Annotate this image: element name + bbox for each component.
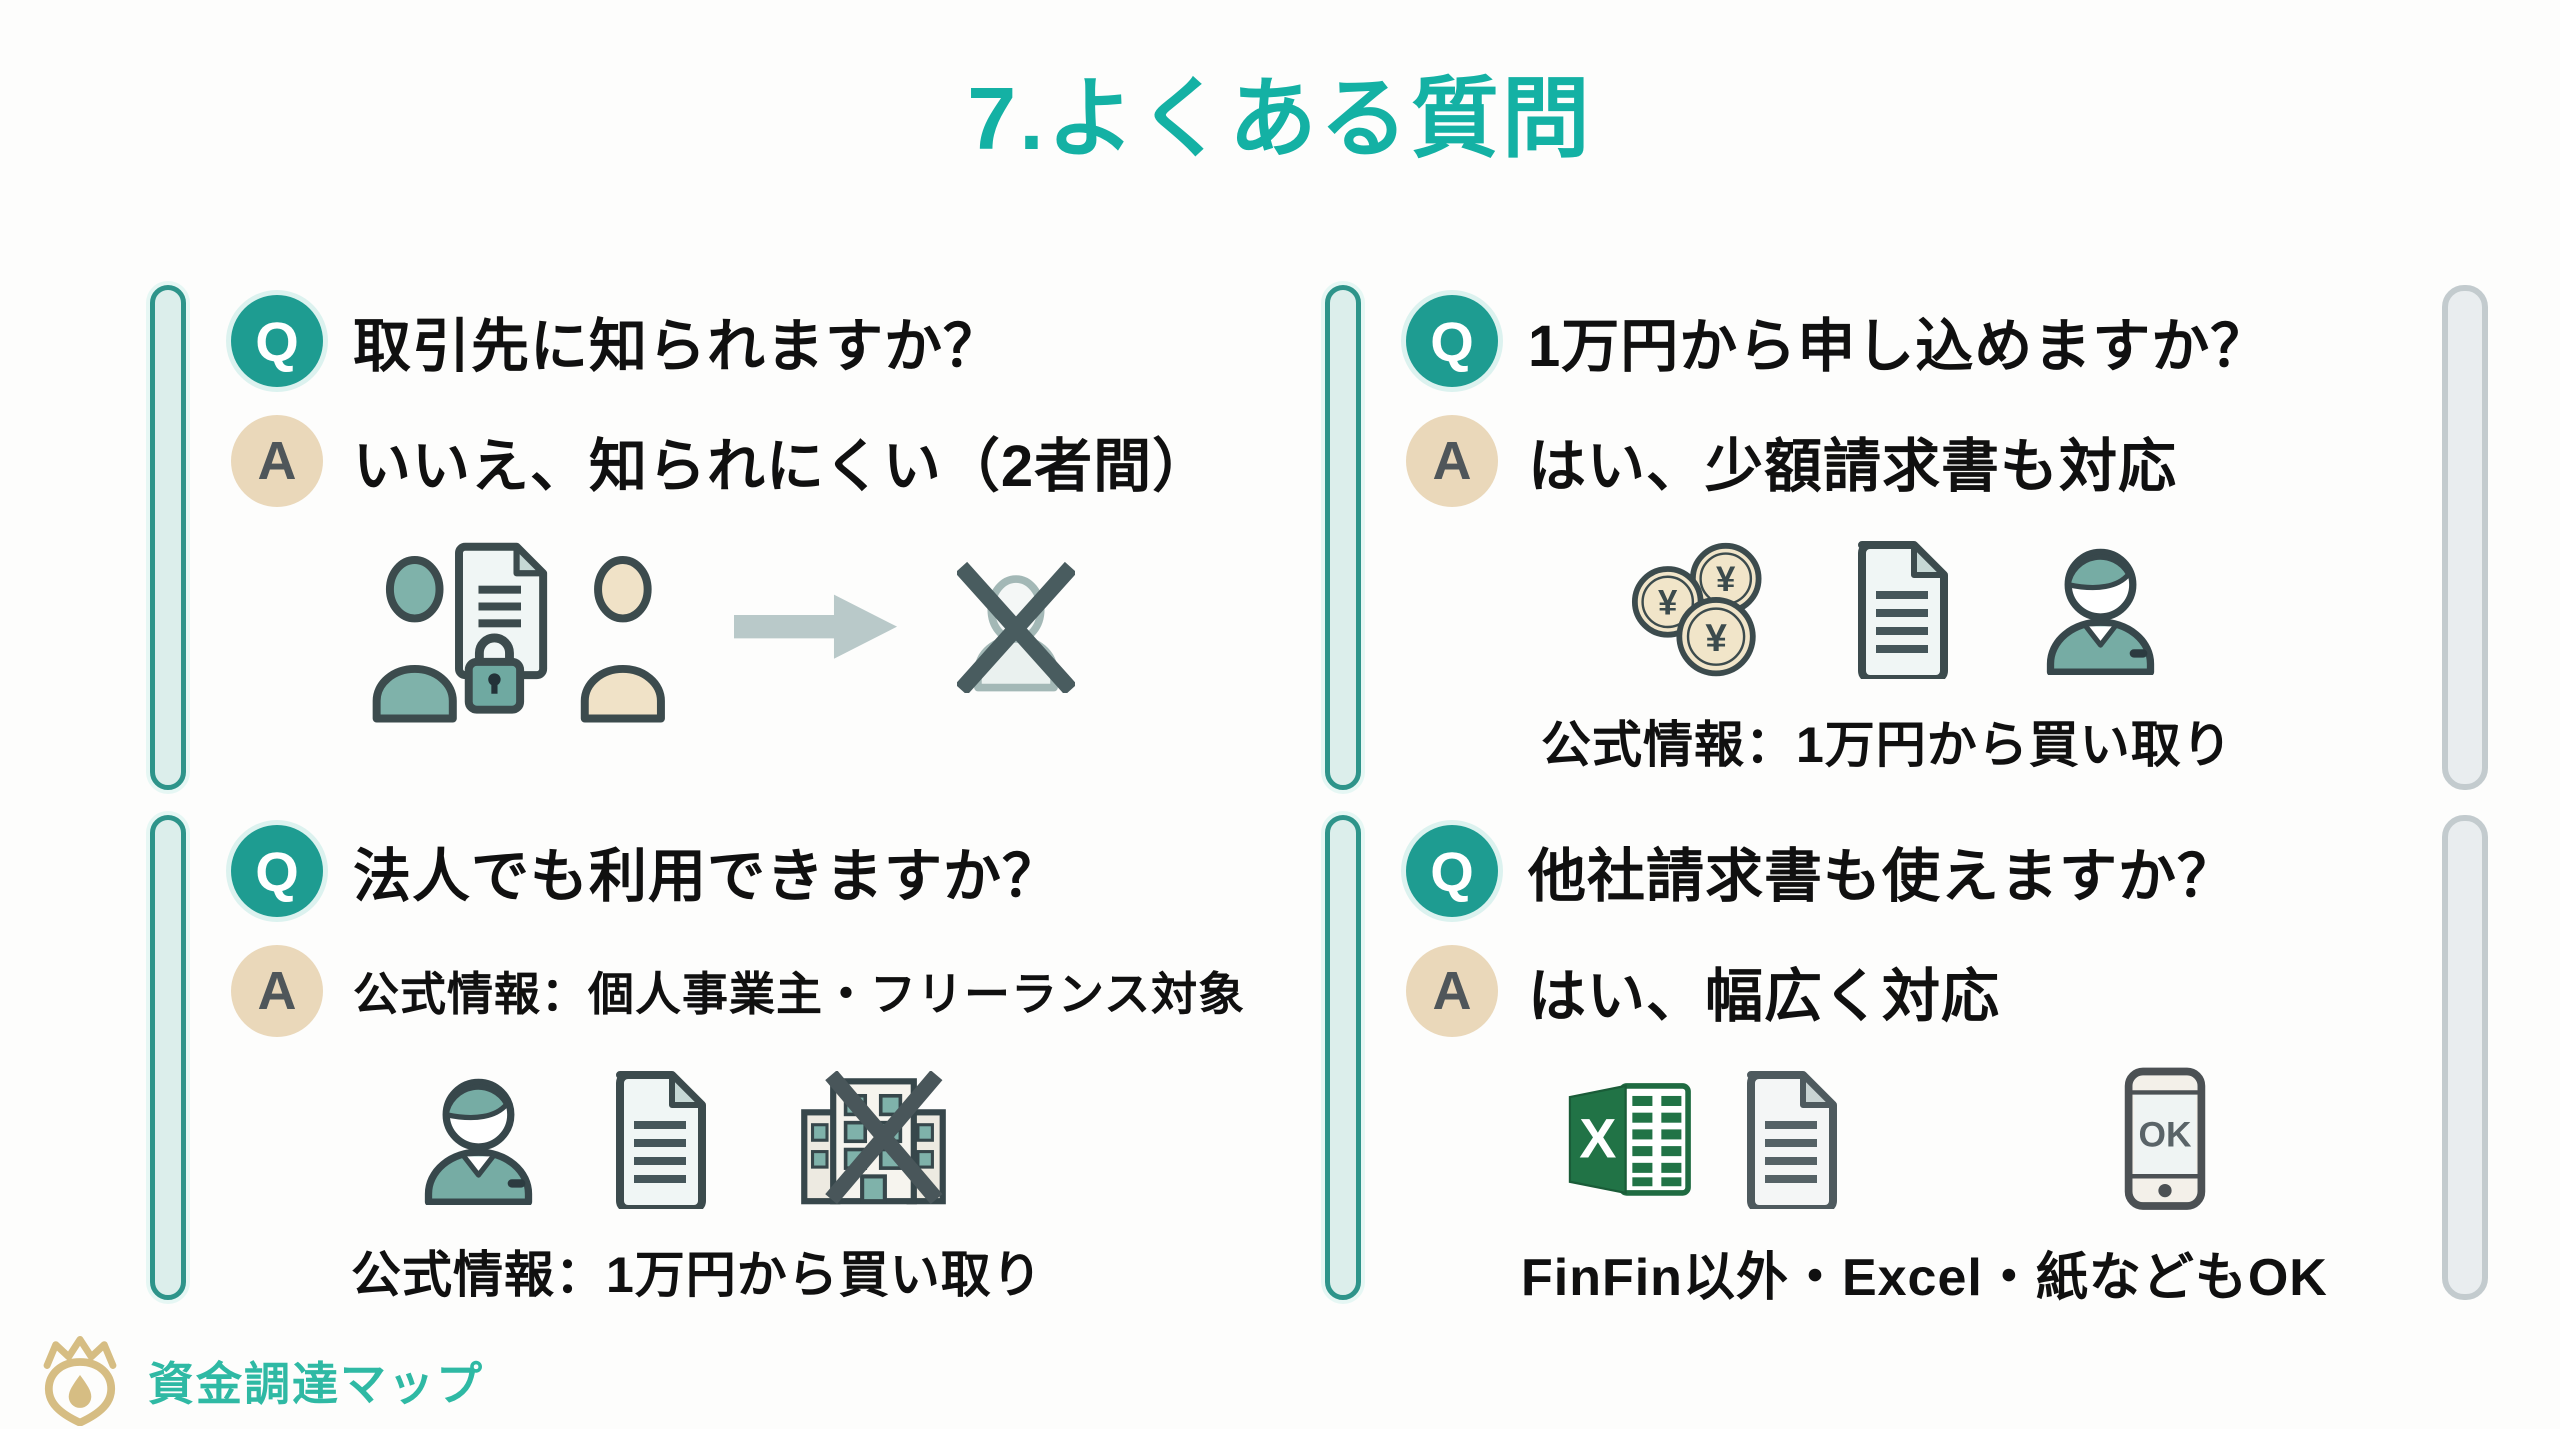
q-badge: Q [1406,295,1498,387]
qa-block-minimum-amount: Q 1万円から申し込めますか？ A はい、少額請求書も対応 ¥ ¥ [1325,285,2435,790]
caption-text: FinFin以外・Excel・紙などもOK [1521,1249,2328,1307]
q-badge: Q [1406,825,1498,917]
businessperson-icon [416,1073,541,1205]
accent-bar [150,815,186,1300]
answer-text: 公式情報：個人事業主・フリーランス対象 [353,968,1246,1020]
answer-text: はい、幅広く対応 [1528,964,2001,1029]
accent-bar [1325,815,1361,1300]
question-text: 他社請求書も使えますか？ [1528,844,2237,909]
qa-block-corporations: Q 法人でも利用できますか？ A 公式情報：個人事業主・フリーランス対象 [150,815,1315,1303]
illustration-row: ¥ ¥ ¥ [1631,529,2435,689]
a-badge: A [1406,415,1498,507]
right-edge-bar [2442,815,2488,1300]
qa-block-trading-partner: Q 取引先に知られますか？ A いいえ、知られにくい（2者間） [150,285,1315,790]
question-row: Q 1万円から申し込めますか？ [1406,295,2435,387]
accent-bar [1325,285,1361,790]
answer-row: A いいえ、知られにくい（2者間） [231,415,1315,507]
question-text: 取引先に知られますか？ [353,314,1003,379]
a-badge: A [231,415,323,507]
illustration-row [416,1059,1315,1219]
svg-text:¥: ¥ [1658,585,1678,623]
caption-text: 公式情報：1万円から買い取り [1541,717,2233,773]
a-badge: A [231,945,323,1037]
svg-text:X: X [1579,1107,1616,1169]
illustration-row: X [1561,1059,2435,1219]
question-row: Q 法人でも利用できますか？ [231,825,1315,917]
svg-text:OK: OK [2139,1116,2192,1155]
yen-coins-icon: ¥ ¥ ¥ [1631,540,1776,677]
phone-ok-icon: OK [2122,1066,2208,1212]
question-text: 1万円から申し込めますか？ [1528,314,2270,379]
qa-block-other-invoices: Q 他社請求書も使えますか？ A はい、幅広く対応 [1325,815,2435,1307]
question-row: Q 取引先に知られますか？ [231,295,1315,387]
logo-crown-pin-icon [28,1336,132,1427]
answer-text: いいえ、知られにくい（2者間） [353,434,1212,499]
two-party-locked-document-icon [366,529,676,724]
answer-text: はい、少額請求書も対応 [1528,434,2178,499]
site-logo: 資金調達マップ [28,1336,484,1427]
excel-icon: X [1561,1077,1697,1202]
svg-text:¥: ¥ [1705,618,1727,661]
arrow-right-icon [734,583,899,670]
document-icon [606,1069,716,1209]
answer-row: A 公式情報：個人事業主・フリーランス対象 [231,945,1315,1037]
q-badge: Q [231,825,323,917]
caption-text: 公式情報：1万円から買い取り [351,1247,1043,1303]
question-text: 法人でも利用できますか？ [353,844,1062,909]
logo-text: 資金調達マップ [148,1358,484,1411]
answer-row: A はい、少額請求書も対応 [1406,415,2435,507]
a-badge: A [1406,945,1498,1037]
svg-text:¥: ¥ [1716,562,1736,600]
businessperson-icon [2038,543,2163,675]
accent-bar [150,285,186,790]
q-badge: Q [231,295,323,387]
right-edge-bar [2442,285,2488,790]
page-title: 7.よくある質問 [967,69,1593,168]
question-row: Q 他社請求書も使えますか？ [1406,825,2435,917]
crossed-building-icon [796,1070,951,1207]
answer-row: A はい、幅広く対応 [1406,945,2435,1037]
document-icon [1737,1069,1847,1209]
invoice-document-icon [1848,539,1958,679]
crossed-person-icon [957,560,1075,694]
illustration-row [366,529,1315,724]
